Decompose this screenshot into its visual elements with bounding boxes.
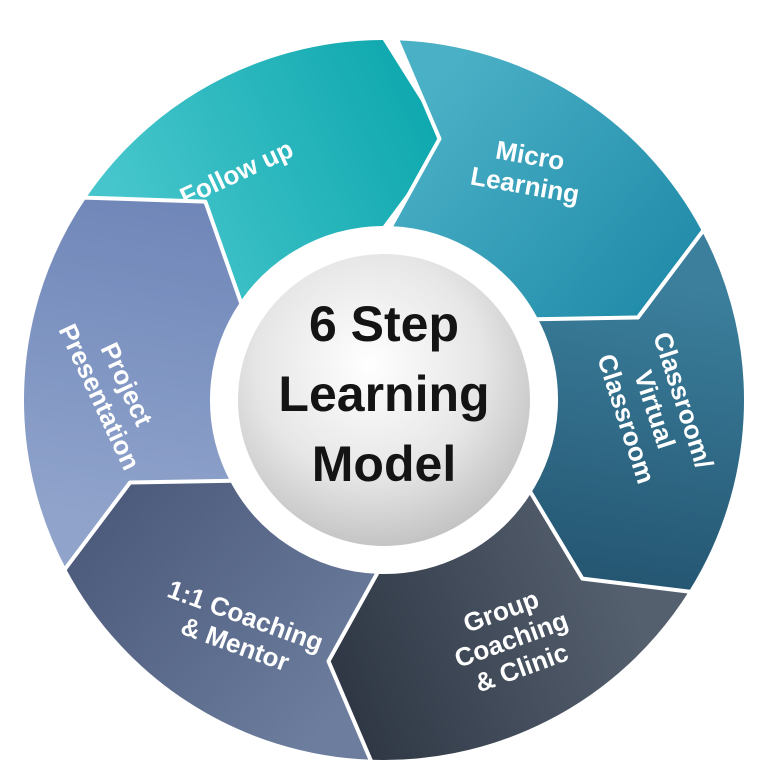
- title-line-1: 6 Step: [309, 296, 459, 352]
- title-line-3: Model: [312, 436, 456, 492]
- segment-follow-up: [62, 36, 451, 322]
- center-hub: 6 Step Learning Model: [228, 244, 540, 556]
- center-disk: [238, 254, 530, 546]
- segment-project-presentation: [20, 195, 244, 572]
- title-line-2: Learning: [278, 366, 489, 422]
